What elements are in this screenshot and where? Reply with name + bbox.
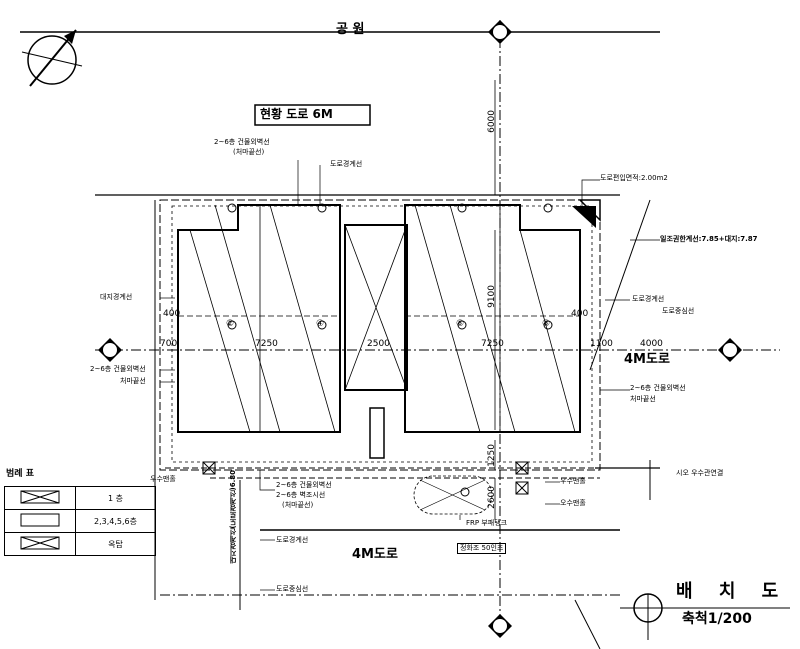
legend-row-1: 1 층 <box>4 486 156 510</box>
eaves-line-right: 처마끝선 <box>630 395 656 403</box>
building-right <box>404 204 581 433</box>
dim-7250-right: 7250 <box>481 339 504 349</box>
legend-label-2: 2,3,4,5,6층 <box>75 509 156 533</box>
road-centerline-right: 도로중심선 <box>662 307 695 315</box>
legend-title: 범례 표 <box>6 469 34 479</box>
road-centerline-bottom: 도로중심선 <box>276 585 309 593</box>
parcel-boundary <box>159 199 601 471</box>
frp-tank-sub: 정화조 50인조 <box>457 543 507 554</box>
bldg-section-line-bottom: 2~6층 벽조시선 <box>276 491 326 499</box>
column-markers <box>227 203 553 330</box>
bldg-outer-line-top: 2~6층 건물외벽선 <box>214 138 270 146</box>
parcel-boundary-left: 대지경계선 <box>100 293 133 301</box>
eaves-line-bottom: (처마끝선) <box>282 501 314 509</box>
park-label: 공 원 <box>336 22 365 37</box>
dim-1100: 1100 <box>590 339 613 349</box>
column-number-4: ④ <box>316 319 325 329</box>
column-number-6: ⑥ <box>456 319 465 329</box>
dim-9100: 9100 <box>487 285 497 308</box>
north-arrow-icon <box>21 29 83 87</box>
legend-symbol-crossed <box>4 532 76 556</box>
bldg-outer-line-top-sub: (처마끝선) <box>233 148 265 156</box>
legend-label-1: 1 층 <box>75 486 156 510</box>
vertical-note: 대지경계선(도로경계선)6.80 <box>229 470 237 564</box>
bldg-outer-line-bottom: 2~6층 건물외벽선 <box>276 481 332 489</box>
axis-marker-top <box>488 20 512 44</box>
road-access-area: 도로편입면적:2.00m2 <box>600 174 668 182</box>
corner-cut-right-fill <box>572 206 596 228</box>
bottom-right-line <box>574 599 601 649</box>
eaves-line-left: 처마끝선 <box>120 377 146 385</box>
rain-box-right-2: 오수맨홀 <box>560 499 586 507</box>
legend-symbol-crossed <box>4 486 76 510</box>
frp-septic-tank <box>413 475 493 515</box>
dim-4000: 4000 <box>640 339 663 349</box>
rain-box-left: 우수맨홀 <box>150 475 176 483</box>
bldg-outer-line-left: 2~6층 건물외벽선 <box>90 365 146 373</box>
existing-road-box <box>254 104 371 126</box>
column-number-8: ⑧ <box>542 319 551 329</box>
dim-6000: 6000 <box>487 110 497 133</box>
dim-400-right: 400 <box>571 309 589 319</box>
stair-core-rooftop <box>344 224 408 459</box>
manhole-right-2 <box>515 481 529 495</box>
frp-tank-label: FRP 부패탱크 <box>466 519 508 527</box>
existing-road-label: 현황 도로 6M <box>260 107 333 121</box>
drawing-title-marker <box>620 593 790 640</box>
solar-envelope-line <box>589 199 651 371</box>
road-boundary-right: 도로경계선 <box>632 295 665 303</box>
drawing-scale: 축척1/200 <box>682 611 752 627</box>
road-boundary-bottom: 도로경계선 <box>276 536 309 544</box>
axis-marker-bottom <box>488 614 512 638</box>
axis-marker-right <box>718 338 742 362</box>
leader-lines <box>160 160 660 591</box>
legend-row-2: 2,3,4,5,6층 <box>4 509 156 533</box>
legend-table: 1 층 2,3,4,5,6층 옥탑 <box>4 486 156 556</box>
legend-label-3: 옥탑 <box>75 532 156 556</box>
road-4m-bottom: 4M도로 <box>352 547 398 562</box>
sewer-connect: 시오 우수관연결 <box>676 469 724 477</box>
dim-400-left: 400 <box>163 309 181 319</box>
road-boundary-top: 도로경계선 <box>330 160 363 168</box>
rain-box-right-1: 우수맨홀 <box>560 477 586 485</box>
manhole-right-1 <box>515 461 529 475</box>
eaves-line <box>171 205 593 463</box>
legend-symbol-empty <box>4 509 76 533</box>
elevation-note: 일조권한계선:7.85+대지:7.87 <box>660 235 758 243</box>
dim-1250: 1250 <box>487 444 497 467</box>
building-left <box>177 204 341 433</box>
drawing-title: 배 치 도 <box>676 581 789 602</box>
dim-7250-left: 7250 <box>255 339 278 349</box>
column-number-2: ② <box>226 319 235 329</box>
dim-700: 700 <box>160 339 178 349</box>
legend-row-3: 옥탑 <box>4 532 156 556</box>
dim-2500: 2500 <box>367 339 390 349</box>
road-4m-right: 4M도로 <box>624 352 670 367</box>
bldg-outer-line-right: 2~6층 건물외벽선 <box>630 384 686 392</box>
dim-2600: 2600 <box>487 486 497 509</box>
manhole-left <box>202 461 216 475</box>
axis-marker-left <box>98 338 122 362</box>
